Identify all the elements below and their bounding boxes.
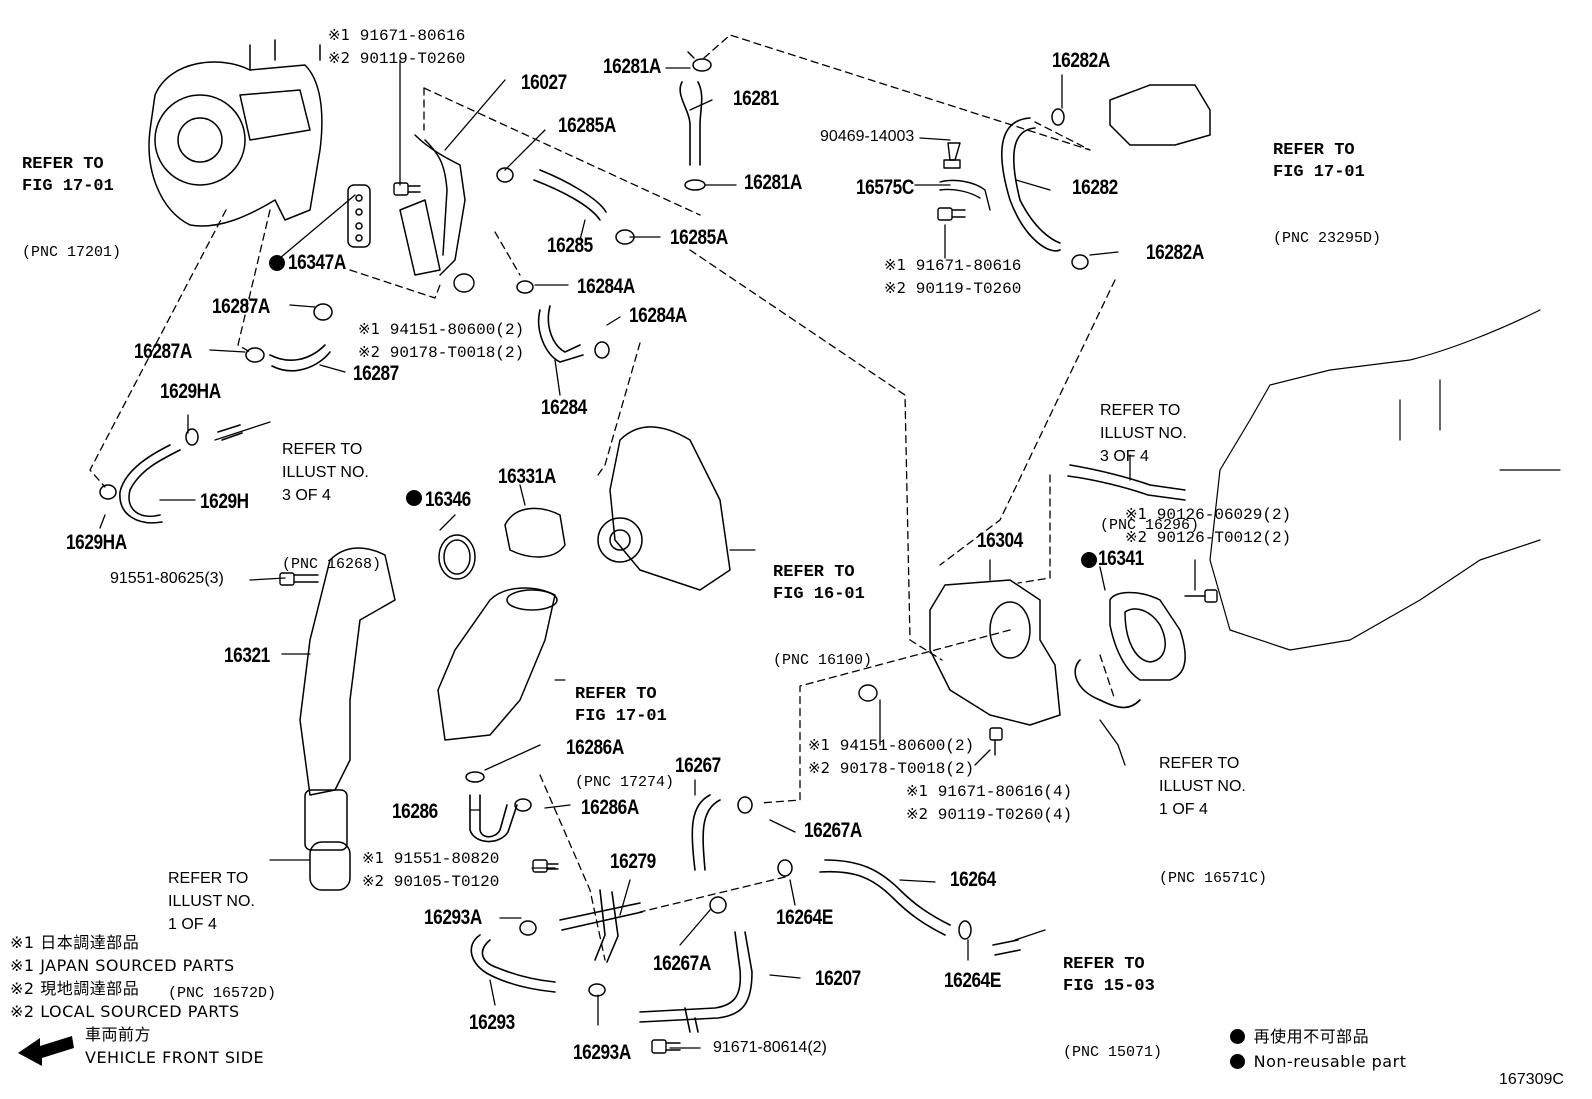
refer-illust-3-pnc-16296: REFER TO ILLUST NO. 3 OF 4 (PNC 16296) xyxy=(1100,402,1200,534)
part-label-16321: 16321 xyxy=(224,644,270,667)
part-label-16279: 16279 xyxy=(610,850,656,873)
bullet-icon xyxy=(1230,1054,1245,1069)
part-label-16331a: 16331A xyxy=(498,465,556,488)
part-label-16293: 16293 xyxy=(469,1011,515,1034)
part-label-16285a-top: 16285A xyxy=(558,114,616,137)
refer-fig-17-01-pnc-17201: REFER TO FIG 17-01 (PNC 17201) xyxy=(22,155,122,261)
note-top-1: ※1 91671-80616 xyxy=(328,26,466,45)
note-gasket-2: ※2 90126-T0012(2) xyxy=(1125,528,1292,547)
vehicle-front-arrow-icon xyxy=(18,1036,74,1066)
part-label-16287: 16287 xyxy=(353,362,399,385)
legend-non-reusable-en: Non-reusable part xyxy=(1230,1054,1406,1070)
part-label-91671-80614: 91671-80614(2) xyxy=(713,1039,827,1056)
part-label-16267: 16267 xyxy=(675,754,721,777)
part-label-16284a-top: 16284A xyxy=(577,275,635,298)
part-label-1629ha-top: 1629HA xyxy=(160,380,221,403)
part-label-16281: 16281 xyxy=(733,87,779,110)
part-label-16282: 16282 xyxy=(1072,176,1118,199)
part-label-16207: 16207 xyxy=(815,967,861,990)
part-label-16341: 16341 xyxy=(1098,547,1144,570)
note-mid-2: ※2 90178-T0018(2) xyxy=(358,343,525,362)
part-label-16284a-bot: 16284A xyxy=(629,304,687,327)
note-mid-1: ※1 94151-80600(2) xyxy=(358,320,525,339)
non-reusable-bullets xyxy=(269,255,1097,568)
vehicle-front-jp: 車両前方 xyxy=(85,1025,152,1044)
part-label-16281a-bot: 16281A xyxy=(744,171,802,194)
hose-clamps xyxy=(99,51,1089,997)
illustration-code: 167309C xyxy=(1499,1071,1564,1088)
note-right-2: ※2 90119-T0260 xyxy=(884,279,1022,298)
legend-non-reusable-jp: 再使用不可部品 xyxy=(1230,1029,1369,1045)
part-label-16575c: 16575C xyxy=(856,176,914,199)
part-label-16285: 16285 xyxy=(547,234,593,257)
dashed-guide-lines xyxy=(89,34,1116,961)
part-label-16264e-bot: 16264E xyxy=(944,969,1001,992)
part-label-16284: 16284 xyxy=(541,396,587,419)
note-bolt4-1: ※1 91671-80616(4) xyxy=(906,782,1073,801)
part-label-16293a-bot: 16293A xyxy=(573,1041,631,1064)
part-label-16282a-top: 16282A xyxy=(1052,49,1110,72)
part-label-1629h: 1629H xyxy=(200,490,249,513)
part-label-16304: 16304 xyxy=(977,529,1023,552)
note-bolt4-2: ※2 90119-T0260(4) xyxy=(906,805,1073,824)
part-label-16281a-top: 16281A xyxy=(603,55,661,78)
refer-fig-16-01-pnc-16100: REFER TO FIG 16-01 (PNC 16100) xyxy=(773,563,873,669)
note-wp-1: ※1 94151-80600(2) xyxy=(808,736,975,755)
refer-fig-17-01-pnc-23295d: REFER TO FIG 17-01 (PNC 23295D) xyxy=(1273,141,1382,247)
mark-2: ※2 xyxy=(328,49,351,67)
part-label-16027: 16027 xyxy=(521,71,567,94)
part-label-16286a-bot: 16286A xyxy=(581,796,639,819)
note-right-1: ※1 91671-80616 xyxy=(884,256,1022,275)
part-label-1629ha-bot: 1629HA xyxy=(66,531,127,554)
refer-fig-17-01-pnc-17274: REFER TO FIG 17-01 (PNC 17274) xyxy=(575,685,675,791)
part-label-91551-80625: 91551-80625(3) xyxy=(110,570,224,587)
mark-1: ※1 xyxy=(328,26,351,44)
legend-local-jp: ※2 現地調達部品 xyxy=(10,979,140,998)
part-label-16285a-bot: 16285A xyxy=(670,226,728,249)
gaskets xyxy=(347,184,1186,681)
legend-japan-en: ※1 JAPAN SOURCED PARTS xyxy=(10,956,235,975)
note-bot-1: ※1 91551-80820 xyxy=(362,849,500,868)
refer-illust-3-pnc-16268: REFER TO ILLUST NO. 3 OF 4 (PNC 16268) xyxy=(282,441,382,573)
note-gasket-1: ※1 90126-06029(2) xyxy=(1125,505,1292,524)
part-label-16287a-top: 16287A xyxy=(212,295,270,318)
part-label-16347a: 16347A xyxy=(288,251,346,274)
vehicle-front-en: VEHICLE FRONT SIDE xyxy=(85,1048,265,1067)
component-housings xyxy=(148,39,1561,891)
part-label-16286a-top: 16286A xyxy=(566,736,624,759)
part-label-90469: 90469-14003 xyxy=(820,128,915,145)
part-label-16267a-bot: 16267A xyxy=(653,952,711,975)
note-top-2: ※2 90119-T0260 xyxy=(328,49,466,68)
legend-japan-jp: ※1 日本調達部品 xyxy=(10,933,140,952)
bullet-icon xyxy=(1230,1029,1245,1044)
hoses xyxy=(119,81,1186,1033)
part-label-16293a-top: 16293A xyxy=(424,906,482,929)
part-label-16346: 16346 xyxy=(425,488,471,511)
part-label-16264: 16264 xyxy=(950,868,996,891)
refer-fig-15-03-pnc-15071: REFER TO FIG 15-03 (PNC 15071) xyxy=(1063,955,1163,1061)
bolts-and-nuts xyxy=(279,142,1218,1054)
note-bot-2: ※2 90105-T0120 xyxy=(362,872,500,891)
note-wp-2: ※2 90178-T0018(2) xyxy=(808,759,975,778)
leader-lines xyxy=(99,59,1196,1049)
part-label-16282a-bot: 16282A xyxy=(1146,241,1204,264)
part-label-16267a-top: 16267A xyxy=(804,819,862,842)
refer-illust-1-pnc-16571c: REFER TO ILLUST NO. 1 OF 4 (PNC 16571C) xyxy=(1159,755,1268,887)
refer-illust-1-pnc-16572d: REFER TO ILLUST NO. 1 OF 4 (PNC 16572D) xyxy=(168,870,277,1002)
part-label-16264e-top: 16264E xyxy=(776,906,833,929)
part-label-16286: 16286 xyxy=(392,800,438,823)
part-label-16287a-bot: 16287A xyxy=(134,340,192,363)
legend-local-en: ※2 LOCAL SOURCED PARTS xyxy=(10,1002,240,1021)
